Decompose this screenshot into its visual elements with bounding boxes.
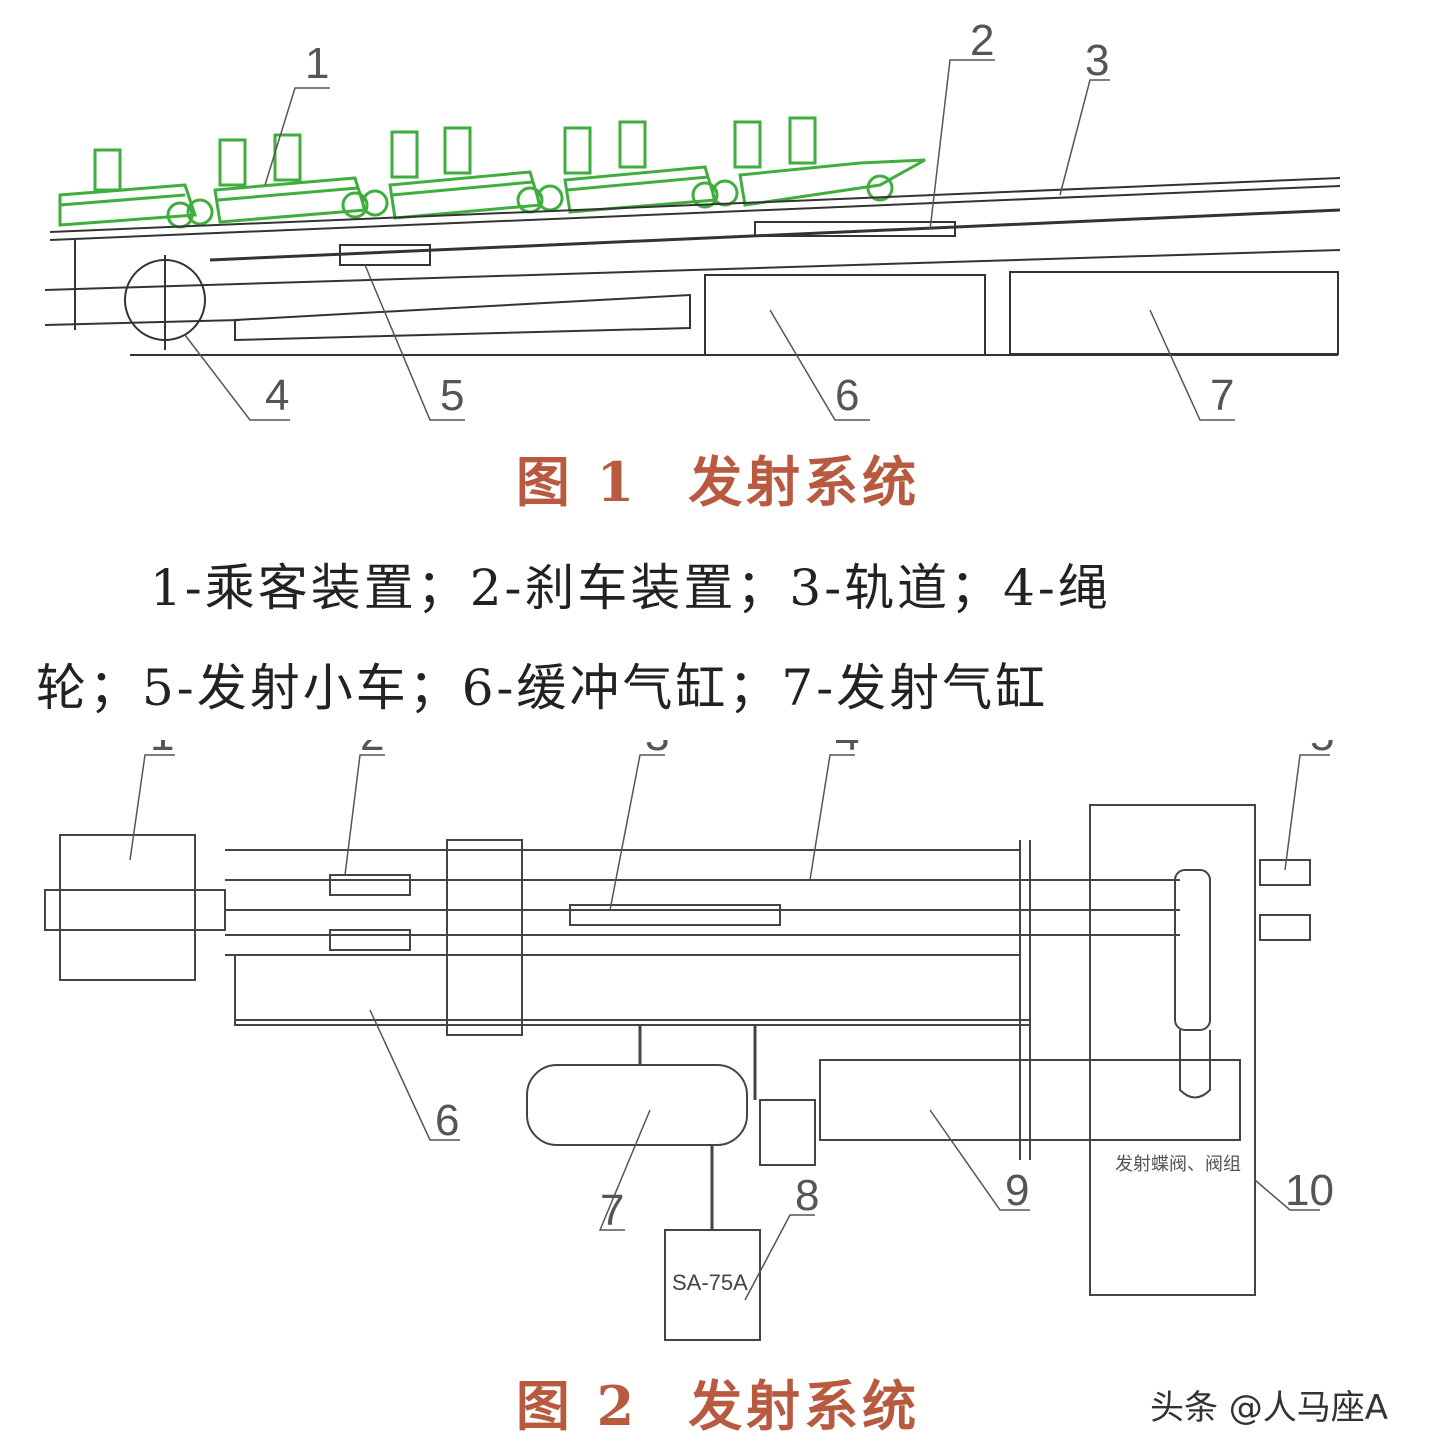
buffer-cylinder [704, 274, 986, 356]
caption-label: 图 2 [515, 1374, 639, 1438]
watermark: 头条 @人马座A [1150, 1388, 1389, 1428]
callout-lines [184, 59, 1235, 421]
callout-2: 2 [360, 740, 384, 760]
callout-8: 8 [795, 1171, 819, 1220]
callout-6: 6 [435, 1096, 459, 1145]
passenger-car [213, 133, 389, 224]
passenger-cars [58, 116, 926, 229]
figure-1-launch-system-drawing: 1 2 3 4 5 6 7 [44, 16, 1341, 421]
callout-7: 7 [600, 1186, 624, 1235]
launch-trolley [339, 244, 431, 266]
caption-title: 发射系统 [688, 1374, 921, 1438]
figure-2-launch-system-schematic: 1 2 3 4 5 6 7 8 9 10 SA-75A 发射蝶阀、阀组 [44, 740, 1334, 1341]
brake-device [329, 874, 411, 896]
caption-title: 发射系统 [688, 450, 921, 514]
passenger-car [388, 126, 564, 220]
callout-10: 10 [1285, 1166, 1334, 1215]
passenger-car [563, 120, 739, 214]
launch-cylinder [1009, 271, 1339, 355]
track-and-cylinders [44, 177, 1341, 356]
figure-1-legend-line-1: 1-乘客装置；2-刹车装置；3-轨道；4-绳 [150, 559, 1111, 617]
callout-numbers: 1 2 3 4 5 6 7 8 9 10 SA-75A 发射蝶阀、阀组 [150, 740, 1334, 1295]
callout-2: 2 [970, 16, 994, 65]
figure-2-caption: 图 2 发射系统 [0, 1362, 1436, 1441]
figure-1-legend-line-2: 轮；5-发射小车；6-缓冲气缸；7-发射气缸 [36, 659, 1049, 717]
callout-4: 4 [835, 740, 859, 760]
track-rail [49, 177, 1341, 233]
rope-wheel [1259, 859, 1311, 886]
air-pipe [234, 955, 1030, 1026]
air-compressor [664, 1229, 761, 1341]
callout-9: 9 [1005, 1166, 1029, 1215]
callout-numbers: 1 2 3 4 5 6 7 [265, 16, 1234, 420]
brake-device [754, 221, 956, 237]
passenger-car [58, 148, 214, 229]
callout-5: 5 [1310, 740, 1334, 760]
callout-7: 7 [1210, 371, 1234, 420]
compressor-label: SA-75A [672, 1270, 748, 1295]
passenger-car-front [733, 116, 926, 207]
callout-lines [129, 754, 1330, 1301]
callout-5: 5 [440, 371, 464, 420]
callout-6: 6 [835, 371, 859, 420]
figure-1-caption: 图 1 发射系统 [0, 438, 1436, 517]
valve-group-box [1089, 804, 1256, 1296]
cylinder-rod [234, 293, 691, 342]
callout-3: 3 [645, 740, 669, 760]
callout-3: 3 [1085, 36, 1109, 85]
callout-4: 4 [265, 371, 289, 420]
passenger-device [59, 834, 196, 981]
launch-trolley [569, 904, 781, 926]
air-tank [526, 1064, 748, 1146]
callout-1: 1 [305, 39, 329, 88]
callout-1: 1 [150, 740, 174, 760]
valve-group-label: 发射蝶阀、阀组 [1115, 1154, 1241, 1175]
caption-label: 图 1 [515, 450, 639, 514]
